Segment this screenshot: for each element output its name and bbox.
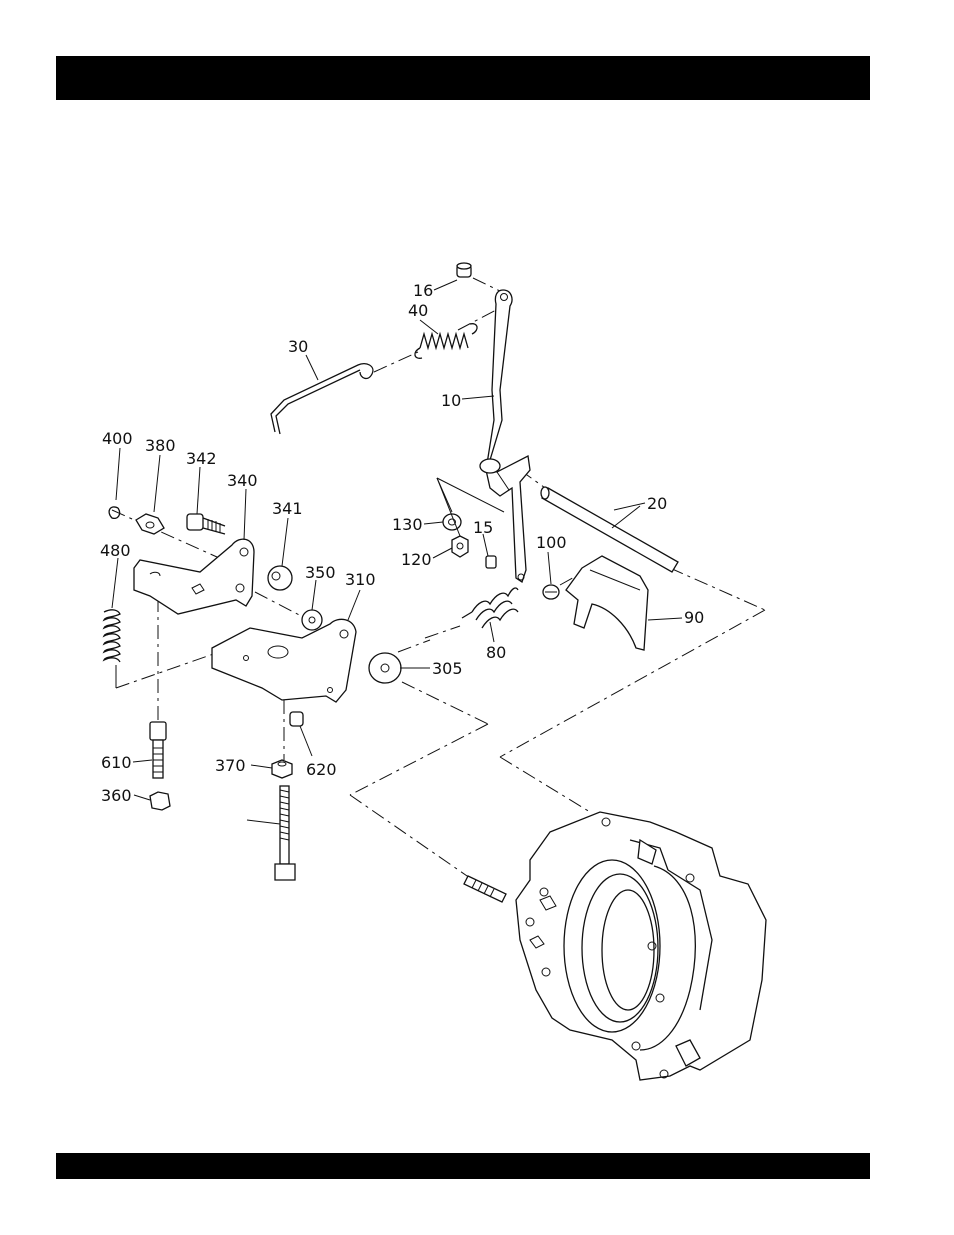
callout-620: 360 bbox=[101, 786, 132, 805]
callout-370: 370 bbox=[215, 756, 246, 775]
part-341-collar bbox=[268, 566, 292, 590]
part-305-washer bbox=[369, 653, 401, 683]
part-350-washer bbox=[302, 610, 322, 630]
leader-lines bbox=[112, 280, 682, 824]
callout-610: 610 bbox=[101, 753, 132, 772]
callout-80: 80 bbox=[486, 643, 506, 662]
callout-380: 380 bbox=[145, 436, 176, 455]
callout-130: 130 bbox=[392, 515, 423, 534]
callout-100: 100 bbox=[536, 533, 567, 552]
part-360-long-bolt bbox=[275, 786, 295, 880]
part-610-bolt bbox=[150, 722, 166, 778]
callout-15-upper: 15 bbox=[473, 518, 493, 537]
part-16-pin bbox=[457, 263, 471, 277]
callout-400: 400 bbox=[102, 429, 133, 448]
part-15-bolt-lower bbox=[290, 712, 303, 726]
part-342-bolt bbox=[187, 514, 225, 534]
callout-342: 342 bbox=[186, 449, 217, 468]
part-10-governor-lever bbox=[480, 290, 530, 582]
part-30-rod bbox=[271, 364, 373, 434]
callout-16: 16 bbox=[413, 281, 433, 300]
part-90-fork bbox=[566, 556, 648, 650]
callout-305: 305 bbox=[432, 659, 463, 678]
part-310-bracket bbox=[212, 619, 356, 702]
callout-15-lower: 620 bbox=[306, 760, 337, 779]
callout-341: 341 bbox=[272, 499, 303, 518]
part-100-nut bbox=[543, 585, 559, 599]
callout-20: 20 bbox=[647, 494, 667, 513]
housing-stud bbox=[464, 876, 506, 902]
callout-30: 30 bbox=[288, 337, 308, 356]
callout-90: 90 bbox=[684, 608, 704, 627]
callout-310: 310 bbox=[345, 570, 376, 589]
callout-10: 10 bbox=[441, 391, 461, 410]
part-120-nut bbox=[452, 536, 468, 557]
part-620-nut bbox=[150, 792, 170, 810]
callout-480: 480 bbox=[100, 541, 131, 560]
part-340-bracket bbox=[134, 539, 254, 614]
part-15-bolt-upper bbox=[486, 556, 496, 568]
callout-40: 40 bbox=[408, 301, 428, 320]
gear-case-housing bbox=[516, 812, 766, 1080]
part-380-nut bbox=[136, 514, 164, 534]
callout-340: 340 bbox=[227, 471, 258, 490]
part-40-spring bbox=[415, 324, 477, 359]
callout-350: 350 bbox=[305, 563, 336, 582]
part-480-spring bbox=[104, 610, 120, 688]
part-370-nut bbox=[272, 760, 292, 778]
callout-120: 120 bbox=[401, 550, 432, 569]
footer-bar bbox=[56, 1153, 870, 1179]
